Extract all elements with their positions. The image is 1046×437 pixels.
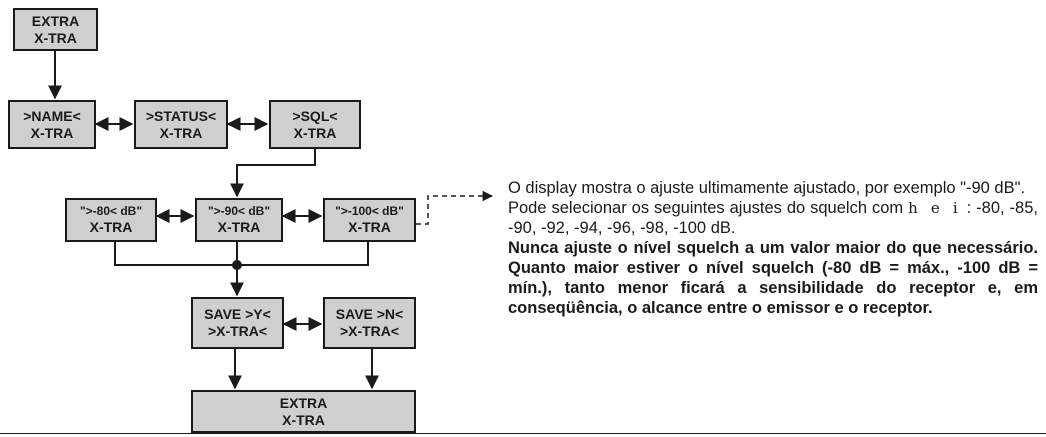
box-line: X-TRA xyxy=(282,411,325,428)
box-line: >X-TRA< xyxy=(207,323,268,339)
box-squelch-80: ">-80< dB" X-TRA xyxy=(65,198,157,242)
box-line: X-TRA xyxy=(293,124,337,141)
box-extra-bottom: EXTRA X-TRA xyxy=(191,390,416,433)
merge-line xyxy=(114,242,369,266)
box-sql: >SQL< X-TRA xyxy=(269,100,361,149)
box-line: X-TRA xyxy=(217,219,261,235)
box-line: X-TRA xyxy=(89,219,133,235)
box-line: EXTRA xyxy=(31,12,80,29)
box-extra-top: EXTRA X-TRA xyxy=(13,8,98,51)
box-line: ">-80< dB" xyxy=(79,204,143,218)
box-line: >X-TRA< xyxy=(339,323,400,339)
box-line: X-TRA xyxy=(30,124,74,141)
box-line: ">-90< dB" xyxy=(207,204,271,218)
box-line: SAVE >Y< xyxy=(204,306,271,322)
box-line: SAVE >N< xyxy=(335,306,404,322)
junction-dot xyxy=(232,260,242,270)
box-status: >STATUS< X-TRA xyxy=(134,100,228,149)
box-line: EXTRA xyxy=(279,394,328,411)
description-para-1: O display mostra o ajuste ultimamente aj… xyxy=(508,179,1026,197)
dashed-pointer-arrow xyxy=(416,190,494,225)
box-line: >SQL< xyxy=(292,107,338,124)
box-line: >STATUS< xyxy=(145,107,217,124)
description-para-2: Pode selecionar os seguintes ajustes do … xyxy=(508,198,1038,238)
box-line: ">-100< dB" xyxy=(335,204,404,218)
box-line: X-TRA xyxy=(159,124,203,141)
box-line: X-TRA xyxy=(348,219,391,235)
key-symbols: h e i xyxy=(908,199,962,217)
box-save-n: SAVE >N< >X-TRA< xyxy=(323,297,416,349)
box-squelch-100: ">-100< dB" X-TRA xyxy=(323,198,416,242)
bottom-rule xyxy=(0,433,1046,434)
warning-text: Nunca ajuste o nível squelch a um valor … xyxy=(508,239,1038,317)
box-name: >NAME< X-TRA xyxy=(8,100,96,149)
box-line: X-TRA xyxy=(34,29,77,46)
para-2-values: : -80, -85, -90, -92, -94, -96, -98, -10… xyxy=(508,199,1038,237)
box-line: >NAME< xyxy=(23,107,81,124)
arrow-sql-to-90 xyxy=(230,149,316,198)
box-save-y: SAVE >Y< >X-TRA< xyxy=(191,297,284,349)
para-2-prefix: Pode selecionar os seguintes ajustes do … xyxy=(508,199,904,217)
description-text: O display mostra o ajuste ultimamente aj… xyxy=(508,178,1038,318)
box-squelch-90: ">-90< dB" X-TRA xyxy=(195,198,283,242)
